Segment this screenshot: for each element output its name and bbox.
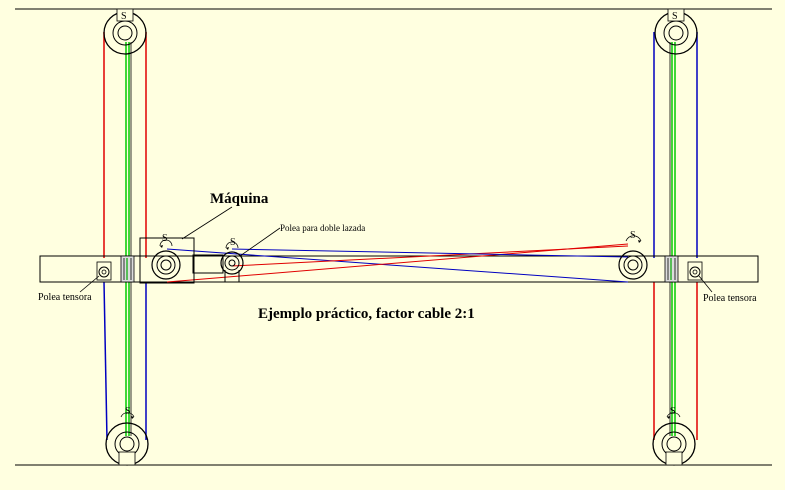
- blue-cable-to-double-pulley: [231, 248, 629, 258]
- top-left-pulley-hub: [117, 25, 133, 41]
- crossed-cables: [166, 243, 629, 283]
- right-column-cables: [653, 32, 698, 440]
- top-right-pulley: S: [654, 8, 698, 55]
- machine-label: Máquina: [210, 191, 269, 207]
- top-left-pulley-marker: S: [121, 11, 127, 22]
- bottom-right-pulley-marker: S: [670, 406, 676, 417]
- bottom-right-pulley-hub: [666, 436, 682, 452]
- top-left-pulley: S: [103, 8, 147, 55]
- left-blue-cable-outer: [103, 281, 108, 441]
- double-wrap-pulley-marker: S: [230, 237, 236, 248]
- machine-traction-pulley-outer: [151, 250, 181, 280]
- diagram-title: Ejemplo práctico, factor cable 2:1: [258, 306, 475, 322]
- bottom-left-pulley-hub: [119, 436, 135, 452]
- machine: S: [139, 233, 224, 284]
- bottom-left-pulley-marker: S: [125, 406, 131, 417]
- right-beam-pulley: S: [618, 230, 648, 280]
- tension-pulley-left: [79, 261, 112, 293]
- top-right-pulley-mid: [663, 20, 689, 46]
- cross-blue-cable-upper: [166, 248, 629, 283]
- double-wrap-pulley-leader: [239, 227, 281, 257]
- tension-pulley-right-wheel: [689, 266, 701, 278]
- red-cable-to-double-pulley: [231, 245, 629, 267]
- double-wrap-pulley: S: [220, 237, 244, 283]
- horizontal-beam: [39, 255, 759, 283]
- bottom-right-pulley: S: [652, 406, 696, 466]
- top-left-pulley-mid: [112, 20, 138, 46]
- tension-pulley-left-leader: [79, 275, 100, 293]
- machine-motor: [192, 254, 224, 274]
- right-beam-pulley-mid: [623, 255, 643, 275]
- right-beam-pulley-hub: [627, 259, 639, 271]
- machine-pulley-marker: S: [162, 233, 168, 244]
- double-wrap-pulley-hub: [228, 259, 236, 267]
- right-beam-pulley-outer: [618, 250, 648, 280]
- tension-pulley-right-label: Polea tensora: [703, 293, 757, 304]
- machine-housing: [139, 237, 195, 284]
- double-wrap-pulley-label: Polea para doble lazada: [280, 223, 365, 233]
- machine-traction-pulley-hub: [160, 259, 172, 271]
- machine-traction-pulley-mid: [156, 255, 176, 275]
- double-wrap-pulley-outer: [220, 251, 244, 275]
- tension-pulley-left-wheel: [98, 266, 110, 278]
- tension-pulley-right-leader: [698, 275, 713, 293]
- left-column-cables: [103, 32, 147, 441]
- right-beam-pulley-marker: S: [630, 230, 636, 241]
- machine-label-leader: [181, 206, 233, 240]
- top-right-pulley-hub: [668, 25, 684, 41]
- tension-pulley-right: [687, 261, 713, 293]
- beam-cable-clamps: [120, 255, 679, 283]
- double-wrap-pulley-mid: [224, 255, 240, 271]
- top-right-pulley-marker: S: [672, 11, 678, 22]
- tension-pulley-left-label: Polea tensora: [38, 292, 92, 303]
- bottom-left-pulley: S: [105, 406, 149, 466]
